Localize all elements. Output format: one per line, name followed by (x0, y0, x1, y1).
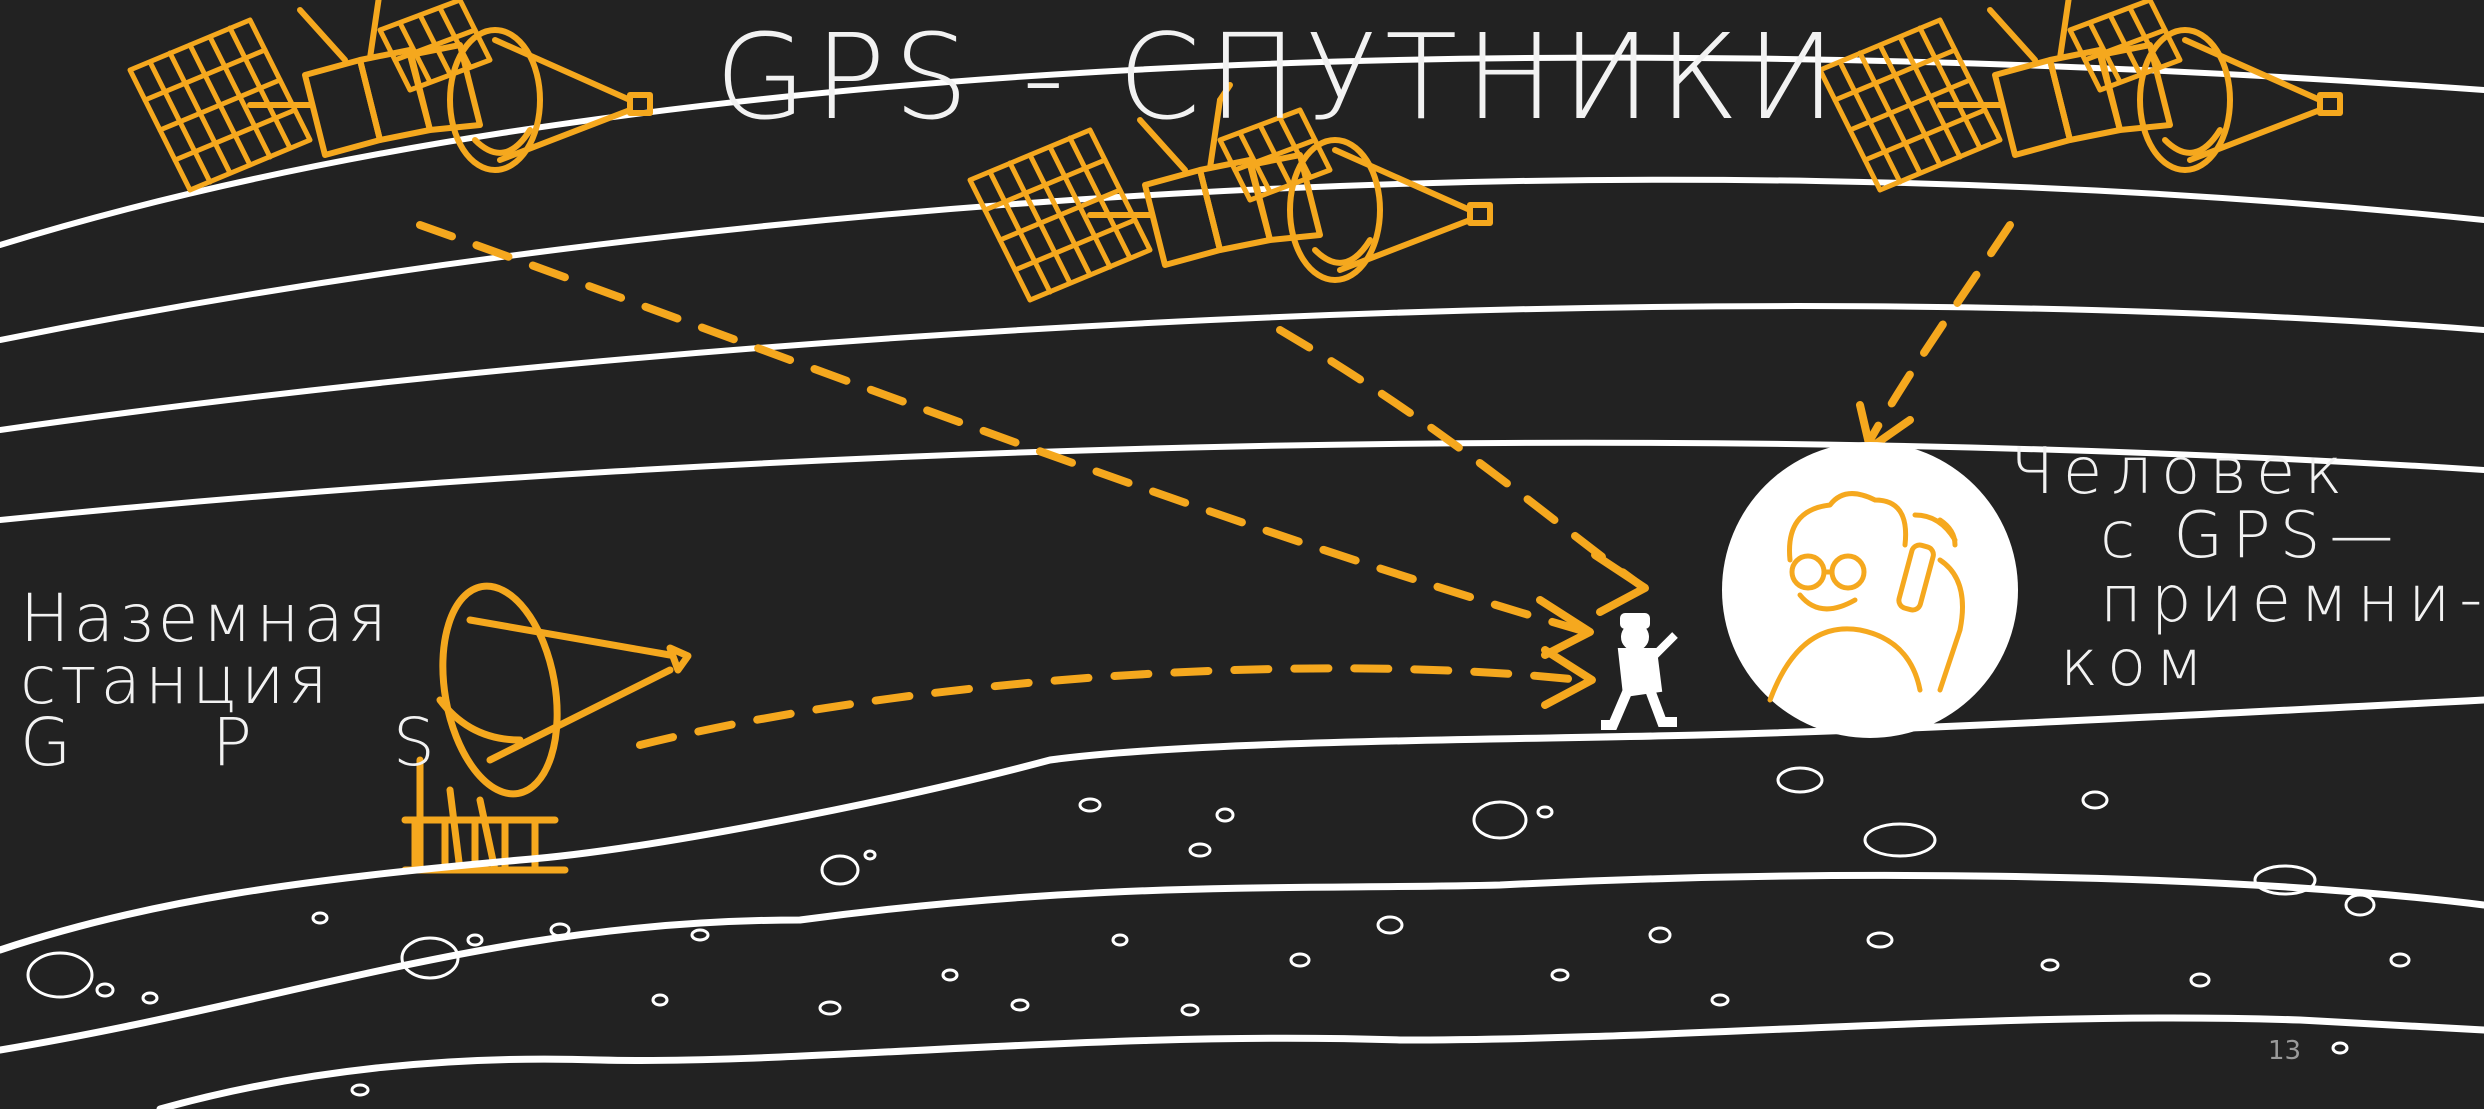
page-number: 13 (2268, 1036, 2301, 1066)
person-label-line4: ком (2010, 632, 2484, 696)
walking-person-icon (1601, 615, 1677, 725)
ground-station-line3: G P S (20, 712, 495, 774)
satellite-icon (130, 0, 650, 190)
person-with-phone-icon (1722, 442, 2018, 738)
ground-station-line1: Наземная (20, 588, 495, 650)
satellite-icon (1820, 0, 2340, 190)
person-label-line3: приемни- (2010, 568, 2484, 632)
ground-station-line2: станция (20, 650, 495, 712)
person-label-line2: с GPS— (2010, 504, 2484, 568)
slide-title: GPS - СПУТНИКИ (715, 18, 1844, 136)
person-label-line1: Человек (2010, 440, 2484, 504)
person-label: Человек с GPS— приемни- ком (2010, 440, 2484, 696)
ground-station-label: Наземная станция G P S (20, 588, 495, 774)
